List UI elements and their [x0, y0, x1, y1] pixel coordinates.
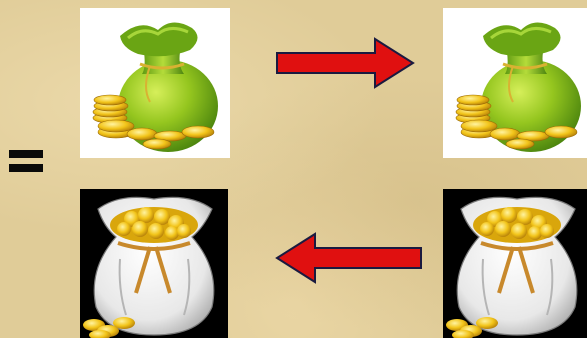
green-money-bag-tile [80, 8, 230, 158]
white-sack-full-of-gold-coins-icon [443, 189, 587, 338]
white-money-sack-tile [80, 189, 228, 338]
green-money-bag-with-gold-coins-icon [443, 8, 587, 158]
arrow-right [275, 37, 415, 89]
arrow-left [275, 232, 423, 284]
green-money-bag-with-gold-coins-icon [80, 8, 230, 158]
white-sack-full-of-gold-coins-icon [80, 189, 228, 338]
green-money-bag-copy-tile [443, 8, 587, 158]
equals-bar-bottom [9, 164, 43, 172]
red-right-arrow-icon [275, 37, 415, 89]
white-money-sack-copy-tile [443, 189, 587, 338]
equals-bar-top [9, 150, 43, 158]
equals-sign [9, 150, 43, 172]
red-left-arrow-icon [275, 232, 423, 284]
